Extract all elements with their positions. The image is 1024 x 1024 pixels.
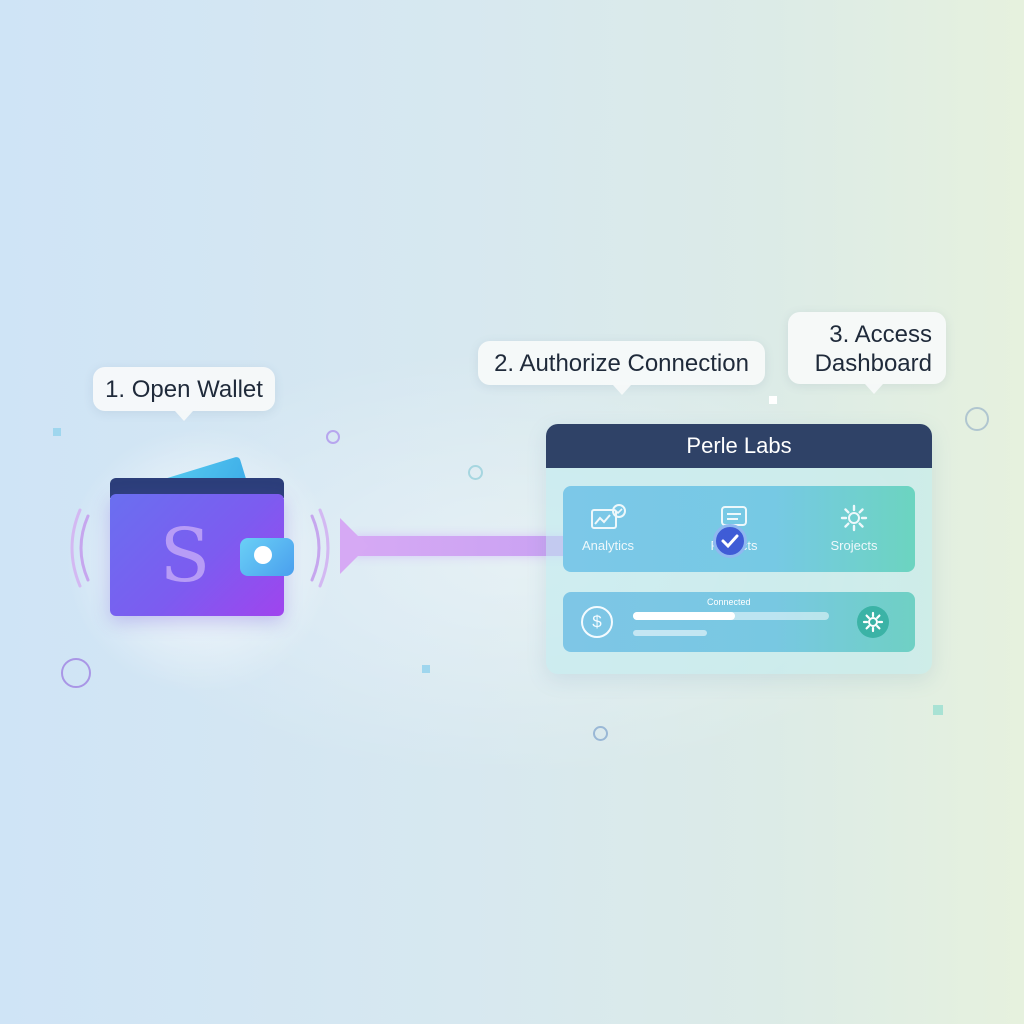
dashboard-title: Perle Labs xyxy=(546,424,932,468)
analytics-icon xyxy=(591,504,626,529)
connection-progress-fill xyxy=(633,612,735,620)
gear-icon xyxy=(862,611,884,633)
dashboard-nav: Analytics Projects Srojects xyxy=(563,486,915,572)
wallet-clasp-dot xyxy=(254,546,272,564)
nav-item-srojects[interactable]: Srojects xyxy=(799,504,909,553)
decor-ring xyxy=(61,658,91,688)
nav-item-analytics[interactable]: Analytics xyxy=(553,504,663,553)
decor-square xyxy=(422,665,430,673)
connection-status-label: Connected xyxy=(707,597,751,607)
gear-icon xyxy=(840,504,868,532)
signal-waves-right-icon xyxy=(310,508,330,588)
decor-square xyxy=(53,428,61,436)
step-3-line-2: Dashboard xyxy=(814,350,932,377)
signal-waves-left-icon xyxy=(70,508,90,588)
step-2-label: 2. Authorize Connection xyxy=(478,341,765,395)
settings-button[interactable] xyxy=(857,606,889,638)
wallet-back xyxy=(110,478,284,498)
authorized-check-icon xyxy=(713,524,747,558)
decor-ring xyxy=(965,407,989,431)
connection-progress xyxy=(633,612,829,620)
step-3-line-1: 3. Access xyxy=(829,321,932,348)
decor-ring xyxy=(326,430,340,444)
nav-label: Srojects xyxy=(830,538,878,553)
connection-status: $ Connected xyxy=(563,592,915,652)
decor-square xyxy=(933,705,943,715)
wallet-symbol: S xyxy=(159,513,211,599)
nav-label: Analytics xyxy=(581,538,635,553)
dollar-icon: $ xyxy=(581,606,613,638)
connection-arrow-head xyxy=(340,518,368,574)
decor-ring xyxy=(468,465,483,480)
decor-square xyxy=(769,396,777,404)
decor-ring xyxy=(593,726,608,741)
step-1-label: 1. Open Wallet xyxy=(93,367,275,421)
status-sub-bar xyxy=(633,630,707,636)
step-3-label: 3. Access Dashboard xyxy=(788,312,946,394)
dashboard-panel: Perle Labs Analytics Projects xyxy=(546,424,932,674)
